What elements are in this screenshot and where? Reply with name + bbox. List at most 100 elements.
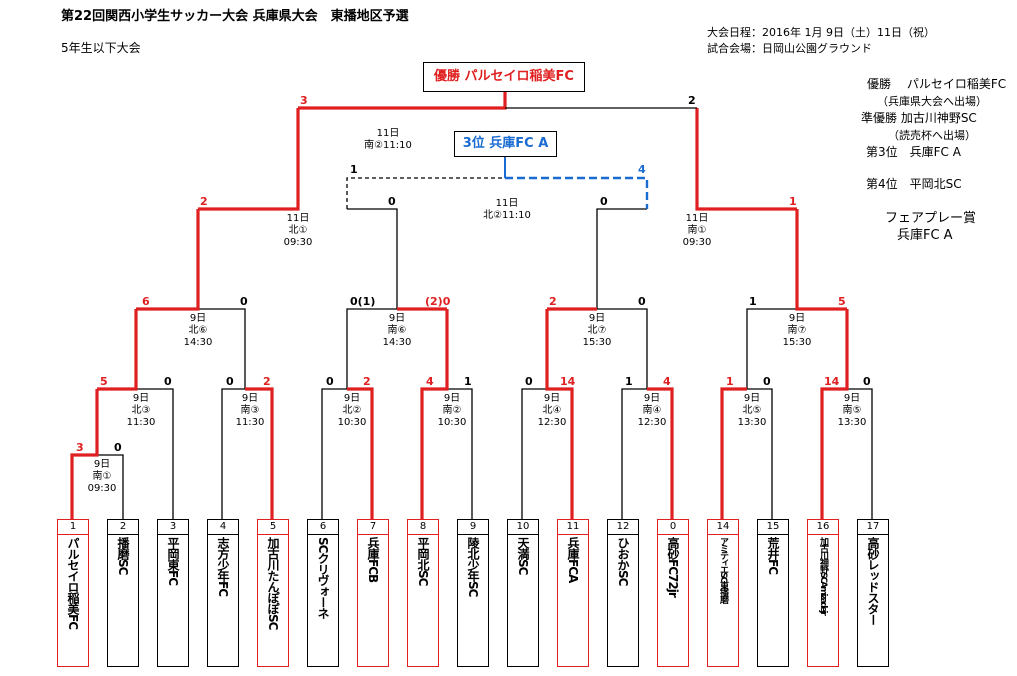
score-sf1-right: 0 [388, 195, 396, 208]
score-sf1-left: 2 [200, 195, 208, 208]
match-r6-info: 9日 南④ 12:30 [637, 393, 667, 428]
match-qf1-info: 9日 北⑥ 14:30 [183, 313, 213, 348]
team-number: 7 [358, 520, 388, 535]
score-r3-right: 2 [363, 375, 371, 388]
team-number: 14 [708, 520, 738, 535]
match-r4-info: 9日 南② 10:30 [437, 393, 467, 428]
fairplay-team: 兵庫FC A [897, 228, 953, 243]
score-qf2-left: 0(1) [350, 295, 376, 308]
team-box: 4 志方少年FC [207, 519, 239, 667]
score-r5-right: 14 [560, 375, 576, 388]
score-r4-right: 1 [464, 375, 472, 388]
score-qf4-left: 1 [749, 295, 757, 308]
team-name: 荒井FC [766, 537, 780, 575]
score-r6-right: 4 [663, 375, 671, 388]
team-name: ひおかSC [616, 537, 630, 586]
score-r3-left: 0 [326, 375, 334, 388]
result-fourth: 第4位 平岡北SC [866, 177, 962, 191]
team-name: 平岡北SC [416, 537, 430, 586]
team-number: 11 [558, 520, 588, 535]
match-p1-info: 9日 南① 09:30 [87, 459, 117, 494]
team-box: 5 加古川たんぽぽSC [257, 519, 289, 667]
team-name: SCクリヴォーネ [316, 537, 330, 619]
match-third-info: 11日 北②11:10 [483, 198, 531, 221]
score-sf2-right: 1 [789, 195, 797, 208]
team-name: 兵庫FCB [366, 537, 380, 583]
score-qf1-left: 6 [142, 295, 150, 308]
score-qf3-right: 0 [638, 295, 646, 308]
page-subtitle: 5年生以下大会 [61, 41, 141, 55]
team-name: 加古川神野SCAmizadejr [818, 537, 828, 614]
score-r6-left: 1 [625, 375, 633, 388]
bracket-line [97, 454, 124, 519]
team-name: アミティエSC東播磨 [718, 537, 728, 603]
match-qf2-info: 9日 南⑥ 14:30 [382, 313, 412, 348]
score-r1-right: 0 [164, 375, 172, 388]
match-r3-info: 9日 北② 10:30 [337, 393, 367, 428]
score-p1-left: 3 [76, 441, 84, 454]
team-name: 高砂レッドスター [866, 537, 880, 625]
result-runner-up: 準優勝 加古川神野SC [861, 111, 977, 125]
team-name: 兵庫FCA [566, 537, 580, 583]
score-third-right: 4 [638, 163, 646, 176]
team-name: 志方少年FC [216, 537, 230, 597]
score-r5-left: 0 [525, 375, 533, 388]
match-qf3-info: 9日 北⑦ 15:30 [582, 313, 612, 348]
team-name: 天満SC [516, 537, 530, 575]
score-qf4-right: 5 [838, 295, 846, 308]
score-r4-left: 4 [426, 375, 434, 388]
score-qf3-left: 2 [549, 295, 557, 308]
team-number: 17 [858, 520, 888, 535]
score-qf1-right: 0 [240, 295, 248, 308]
team-number: 16 [808, 520, 838, 535]
team-number: 10 [508, 520, 538, 535]
team-box: 10 天満SC [507, 519, 539, 667]
team-box: 7 兵庫FCB [357, 519, 389, 667]
match-sf1-info: 11日 北① 09:30 [283, 213, 313, 248]
score-r7-right: 0 [763, 375, 771, 388]
match-r8-info: 9日 南⑤ 13:30 [837, 393, 867, 428]
score-p1-right: 0 [114, 441, 122, 454]
score-third-left: 1 [350, 163, 358, 176]
team-number: 15 [758, 520, 788, 535]
team-number: 5 [258, 520, 288, 535]
match-final-info: 11日 南②11:10 [364, 128, 412, 151]
venue-text: 試合会場：日岡山公園グラウンド [707, 42, 872, 55]
score-final-left: 3 [300, 94, 308, 107]
team-name: 平岡東FC [166, 537, 180, 586]
score-r2-left: 0 [226, 375, 234, 388]
team-box: 16 加古川神野SCAmizadejr [807, 519, 839, 667]
page-title: 第22回関西小学生サッカー大会 兵庫県大会 東播地区予選 [61, 9, 409, 24]
result-runner-up-note: （読売杯へ出場） [888, 129, 976, 142]
team-name: 高砂FC72jr [666, 537, 680, 597]
team-box: 11 兵庫FCA [557, 519, 589, 667]
team-number: 4 [208, 520, 238, 535]
team-name: 陵北少年SC [466, 537, 480, 597]
result-champion-note: （兵庫県大会へ出場） [877, 95, 987, 108]
team-number: 8 [408, 520, 438, 535]
team-name: 加古川たんぽぽSC [266, 537, 280, 630]
score-r1-left: 5 [100, 375, 108, 388]
result-third: 第3位 兵庫FC A [866, 145, 961, 159]
team-box: 8 平岡北SC [407, 519, 439, 667]
score-r8-right: 0 [863, 375, 871, 388]
champion-box: 優勝 パルセイロ稲美FC [423, 62, 585, 92]
team-box: 14 アミティエSC東播磨 [707, 519, 739, 667]
team-number: 12 [608, 520, 638, 535]
team-box: 12 ひおかSC [607, 519, 639, 667]
score-r2-right: 2 [263, 375, 271, 388]
fairplay-title: フェアプレー賞 [885, 211, 977, 226]
result-champion: 優勝 パルセイロ稲美FC [867, 77, 1007, 91]
schedule-text: 大会日程：2016年 1月 9日（土）11日（祝） [707, 26, 935, 39]
match-r5-info: 9日 北④ 12:30 [537, 393, 567, 428]
score-sf2-left: 0 [600, 195, 608, 208]
match-sf2-info: 11日 南① 09:30 [682, 213, 712, 248]
team-name: パルセイロ稲美FC [66, 537, 80, 630]
team-box: 17 高砂レッドスター [857, 519, 889, 667]
